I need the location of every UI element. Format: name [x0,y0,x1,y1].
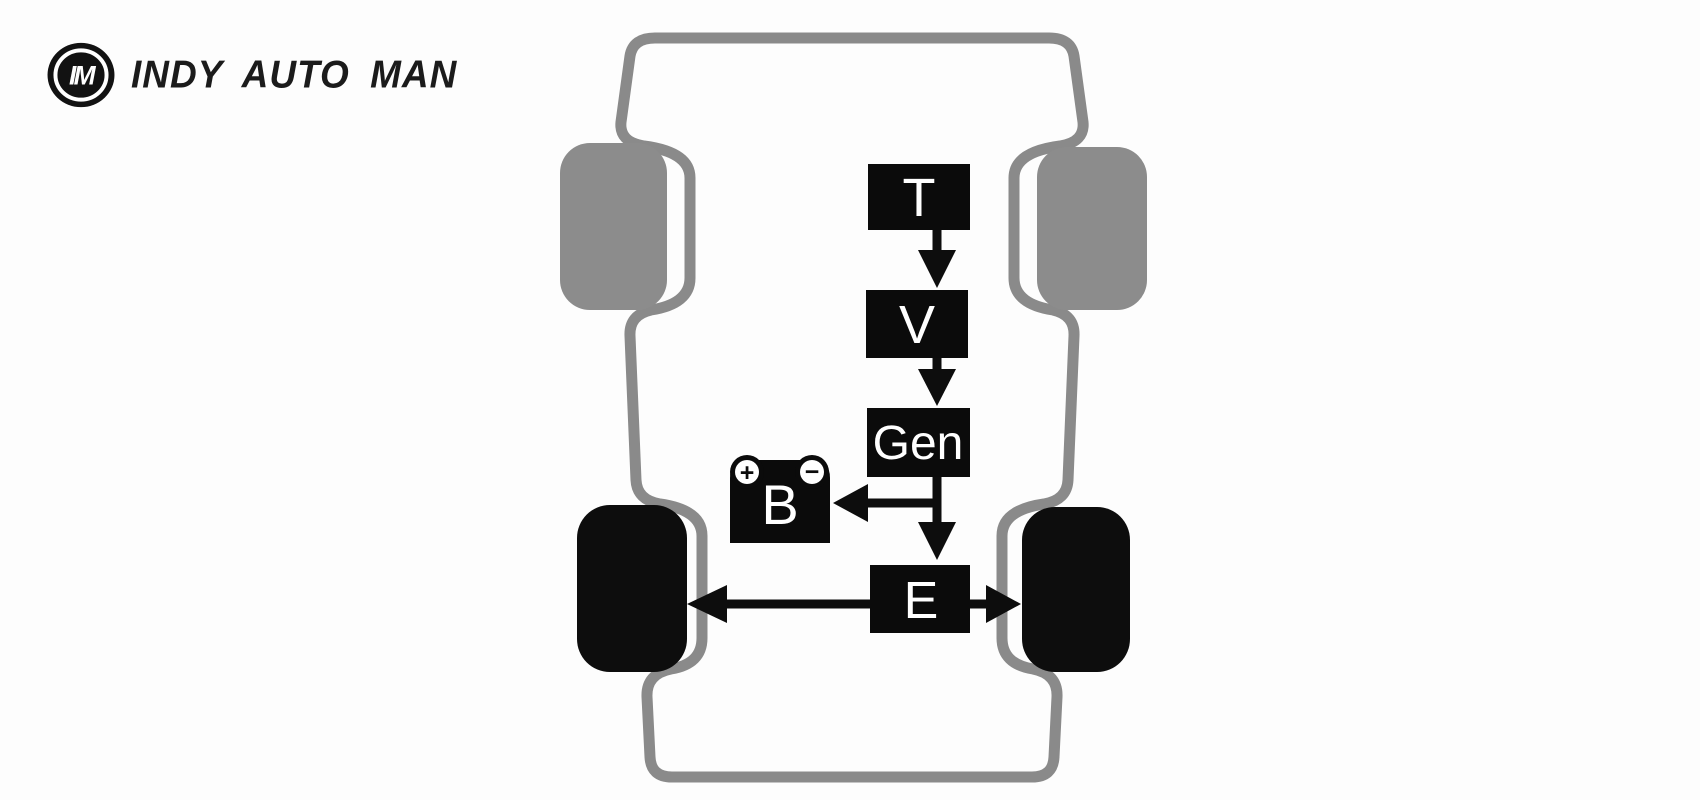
battery-plus-label: + [740,459,755,487]
node-v: V [866,290,968,358]
wheel-rear-right [1022,507,1130,672]
node-e-box [870,565,970,633]
brand-wordmark: INDY AUTO MAN [131,53,458,96]
node-v-label: V [899,295,935,355]
wheel-front-right [1037,147,1147,310]
logo-inner-ring [53,48,109,102]
arrow-gen-to-e [918,477,956,560]
node-gen-box [867,408,970,477]
wheel-rear-left [577,505,687,672]
arrow-t-to-v [918,230,956,288]
node-t-box [868,164,970,230]
logo-monogram-text: IM [69,61,97,91]
wheel-front-left [560,143,667,310]
node-e: E [870,565,970,633]
battery-plus-terminal-face [735,460,759,484]
node-v-box [866,290,968,358]
brand-monogram-icon: IM [47,42,115,108]
battery-minus-terminal-face [800,460,824,484]
node-b-battery: + − B [730,455,830,543]
arrow-e-to-right-wheel [970,585,1021,623]
node-t-label: T [903,168,936,228]
node-e-label: E [904,572,939,630]
arrow-e-to-left-wheel [687,585,870,623]
node-b-label: B [761,473,798,536]
node-t: T [868,164,970,230]
car-body-outline [615,32,1089,783]
arrow-v-to-gen [918,358,956,406]
arrow-gen-to-b [833,484,941,522]
node-gen-label: Gen [873,417,964,470]
battery-minus-label: − [805,458,820,486]
brand-logo: IM INDY AUTO MAN [44,38,457,112]
node-gen: Gen [867,408,970,477]
